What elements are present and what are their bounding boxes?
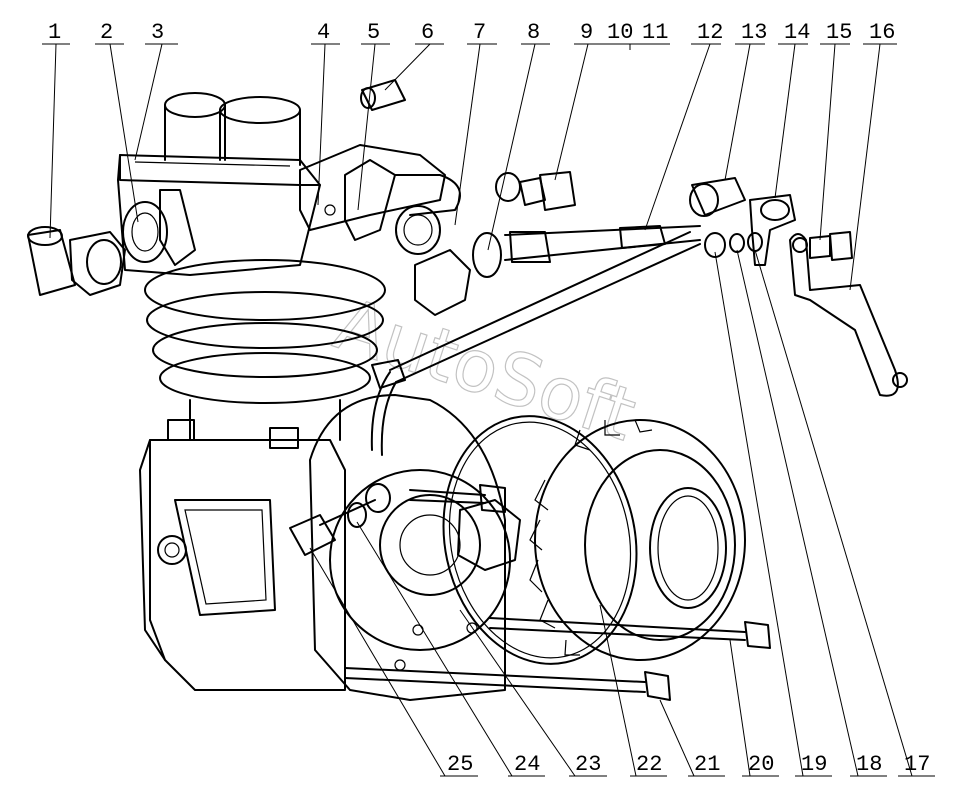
callout-1: 1 [48,20,61,45]
gear-housing-drawing [289,394,638,701]
callout-19: 19 [801,752,827,777]
callout-15: 15 [826,20,852,45]
leader-lines [42,43,935,777]
callout-22: 22 [636,752,662,777]
callout-24: 24 [514,752,540,777]
callout-25: 25 [447,752,473,777]
callout-23: 23 [575,752,601,777]
callout-4: 4 [317,20,330,45]
callout-3: 3 [151,20,164,45]
callout-17: 17 [904,752,930,777]
callout-11: 11 [642,20,668,45]
inlet-fitting-drawing [27,201,168,296]
callout-20: 20 [748,752,774,777]
callouts-top: 1 2 3 4 5 6 7 8 9 10 11 12 13 14 15 16 [48,20,895,45]
callout-12: 12 [697,20,723,45]
callouts-bottom: 25 24 23 22 21 20 19 18 17 [447,752,930,777]
callout-9: 9 [580,20,593,45]
callout-18: 18 [856,752,882,777]
callout-8: 8 [527,20,540,45]
callout-7: 7 [473,20,486,45]
callout-5: 5 [367,20,380,45]
callout-21: 21 [694,752,720,777]
callout-10: 10 [607,20,633,45]
pipe-assembly-drawing [370,171,908,456]
callout-14: 14 [784,20,810,45]
gear-drawing [344,419,771,701]
callout-2: 2 [100,20,113,45]
callout-6: 6 [421,20,434,45]
callout-16: 16 [869,20,895,45]
callout-13: 13 [741,20,767,45]
